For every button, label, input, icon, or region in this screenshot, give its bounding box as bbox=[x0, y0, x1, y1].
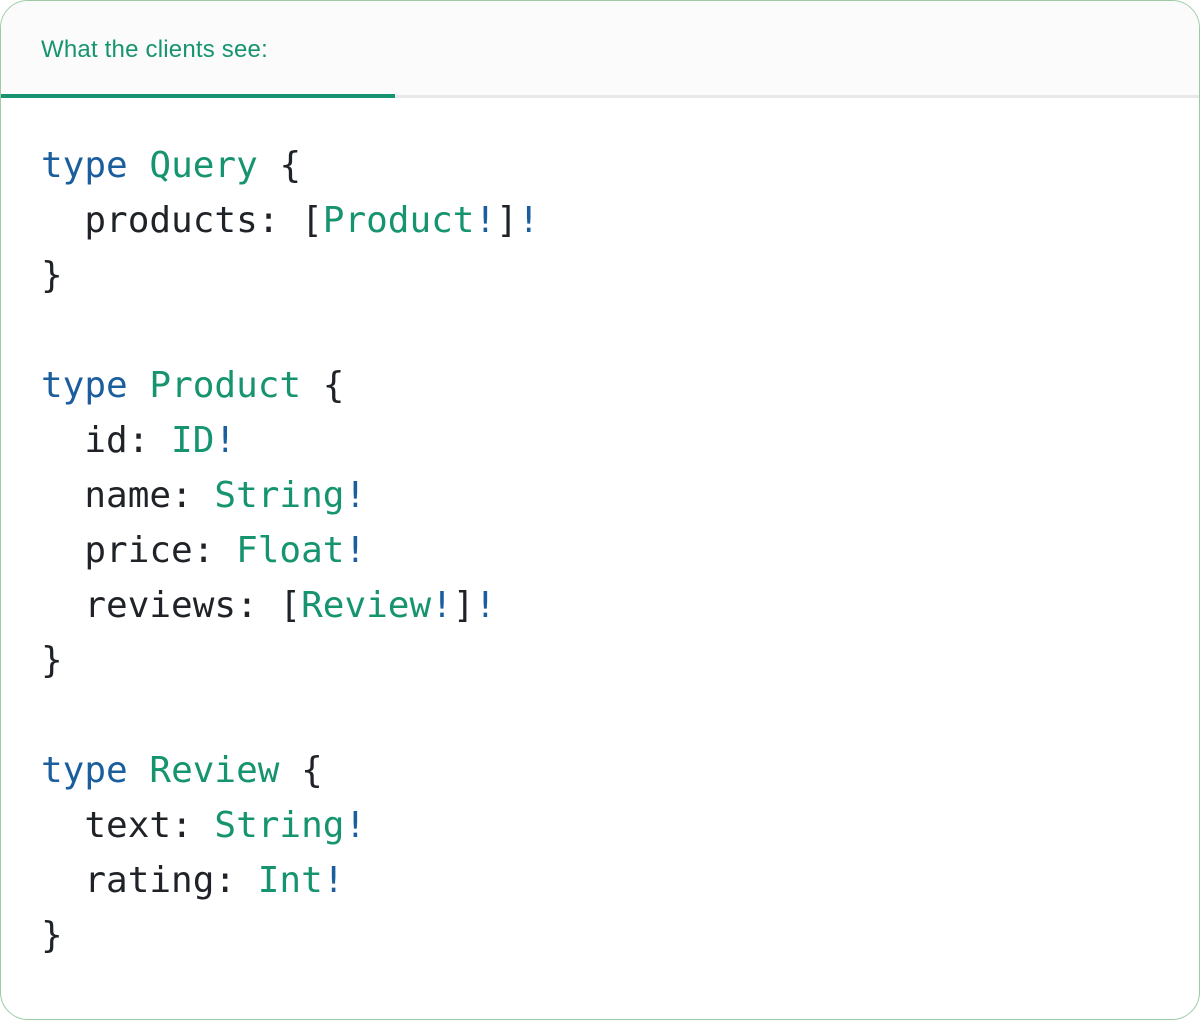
code-token: { bbox=[257, 145, 302, 186]
code-token: Product bbox=[149, 365, 302, 406]
tab-what-clients-see[interactable]: What the clients see: bbox=[1, 1, 395, 98]
code-token: products: [ bbox=[41, 200, 323, 241]
code-token: ] bbox=[496, 200, 518, 241]
code-token: ! bbox=[214, 420, 237, 461]
code-token: ID bbox=[171, 420, 215, 461]
code-token: String bbox=[214, 805, 345, 846]
code-token: ! bbox=[517, 200, 540, 241]
code-token: String bbox=[214, 475, 345, 516]
code-line bbox=[41, 688, 1169, 743]
code-token: Int bbox=[257, 860, 323, 901]
code-token: price: bbox=[41, 530, 237, 571]
code-token: Query bbox=[149, 145, 258, 186]
code-line bbox=[41, 303, 1169, 358]
code-token bbox=[128, 365, 150, 406]
code-token: ! bbox=[344, 475, 367, 516]
code-token: } bbox=[41, 255, 63, 296]
header-divider bbox=[1, 95, 1199, 98]
code-line: type Product { bbox=[41, 358, 1169, 413]
code-token: name: bbox=[41, 475, 215, 516]
code-line: reviews: [Review!]! bbox=[41, 578, 1169, 633]
code-line: type Review { bbox=[41, 743, 1169, 798]
code-token: rating: bbox=[41, 860, 258, 901]
code-token: reviews: [ bbox=[41, 585, 302, 626]
tab-label: What the clients see: bbox=[41, 35, 268, 63]
code-token: } bbox=[41, 640, 63, 681]
code-line: } bbox=[41, 908, 1169, 963]
code-token bbox=[128, 145, 150, 186]
code-token: ! bbox=[431, 585, 453, 626]
code-line: id: ID! bbox=[41, 413, 1169, 468]
code-token: type bbox=[41, 750, 128, 791]
code-token: id: bbox=[41, 420, 172, 461]
code-line: rating: Int! bbox=[41, 853, 1169, 908]
code-token: ! bbox=[474, 585, 497, 626]
code-token: Review bbox=[301, 585, 432, 626]
code-token bbox=[128, 750, 150, 791]
code-token: ! bbox=[322, 860, 345, 901]
code-line: price: Float! bbox=[41, 523, 1169, 578]
code-line: } bbox=[41, 633, 1169, 688]
code-line: text: String! bbox=[41, 798, 1169, 853]
code-token: type bbox=[41, 145, 128, 186]
code-token: Product bbox=[322, 200, 475, 241]
panel-header: What the clients see: bbox=[1, 1, 1199, 98]
code-token: Review bbox=[149, 750, 280, 791]
code-token: ! bbox=[474, 200, 497, 241]
code-token: { bbox=[279, 750, 323, 791]
code-line: } bbox=[41, 248, 1169, 303]
code-token: text: bbox=[41, 805, 215, 846]
code-line: type Query { bbox=[41, 138, 1169, 193]
code-token: ! bbox=[344, 530, 367, 571]
active-tab-indicator bbox=[1, 94, 395, 98]
code-token: type bbox=[41, 365, 128, 406]
code-line: name: String! bbox=[41, 468, 1169, 523]
code-token: ] bbox=[452, 585, 475, 626]
code-token: Float bbox=[236, 530, 345, 571]
code-token: ! bbox=[344, 805, 367, 846]
code-line: products: [Product!]! bbox=[41, 193, 1169, 248]
code-block: type Query { products: [Product!]!} type… bbox=[1, 98, 1199, 963]
code-token: { bbox=[301, 365, 345, 406]
code-token: } bbox=[41, 915, 63, 956]
